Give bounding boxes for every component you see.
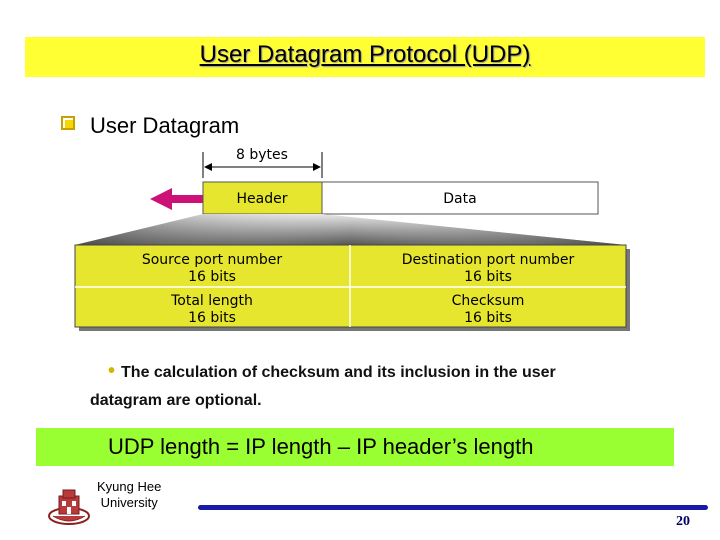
square-bullet-icon: [61, 116, 75, 130]
title-bar: User Datagram Protocol (UDP): [25, 37, 705, 77]
udp-length-formula: UDP length = IP length – IP header’s len…: [108, 434, 534, 459]
field-name: Total length: [170, 293, 253, 309]
data-box: [321, 181, 599, 215]
university-name-line: University: [100, 495, 158, 510]
field-size: 16 bits: [464, 269, 512, 285]
datagram-bar: Header Data: [202, 181, 599, 215]
note-text: The calculation of checksum and its incl…: [90, 364, 556, 409]
field-name: Destination port number: [402, 252, 575, 268]
bullet-dot-icon: •: [108, 360, 116, 382]
footer-rule: [198, 505, 708, 510]
field-size: 16 bits: [188, 269, 236, 285]
university-logo-icon: [48, 489, 90, 525]
direction-arrow-icon: [150, 188, 204, 210]
expansion-fan: [75, 214, 626, 245]
field-name: Checksum: [452, 293, 525, 309]
header-label: Header: [237, 191, 288, 207]
size-dimension: 8 bytes: [202, 147, 323, 178]
field-size: 16 bits: [188, 310, 236, 326]
field-size: 16 bits: [464, 310, 512, 326]
field-name: Source port number: [142, 252, 283, 268]
slide-title: User Datagram Protocol (UDP): [199, 41, 531, 68]
data-label: Data: [443, 191, 476, 207]
university-name: Kyung Hee University: [97, 479, 161, 511]
size-label: 8 bytes: [236, 147, 288, 163]
page-number: 20: [676, 514, 690, 529]
header-fields-table: Source port number 16 bits Destination p…: [74, 244, 630, 331]
formula-bar: UDP length = IP length – IP header’s len…: [36, 428, 674, 466]
university-name-line: Kyung Hee: [97, 479, 162, 494]
heading-label: User Datagram: [90, 113, 240, 138]
optional-note: •The calculation of checksum and its inc…: [90, 357, 630, 415]
